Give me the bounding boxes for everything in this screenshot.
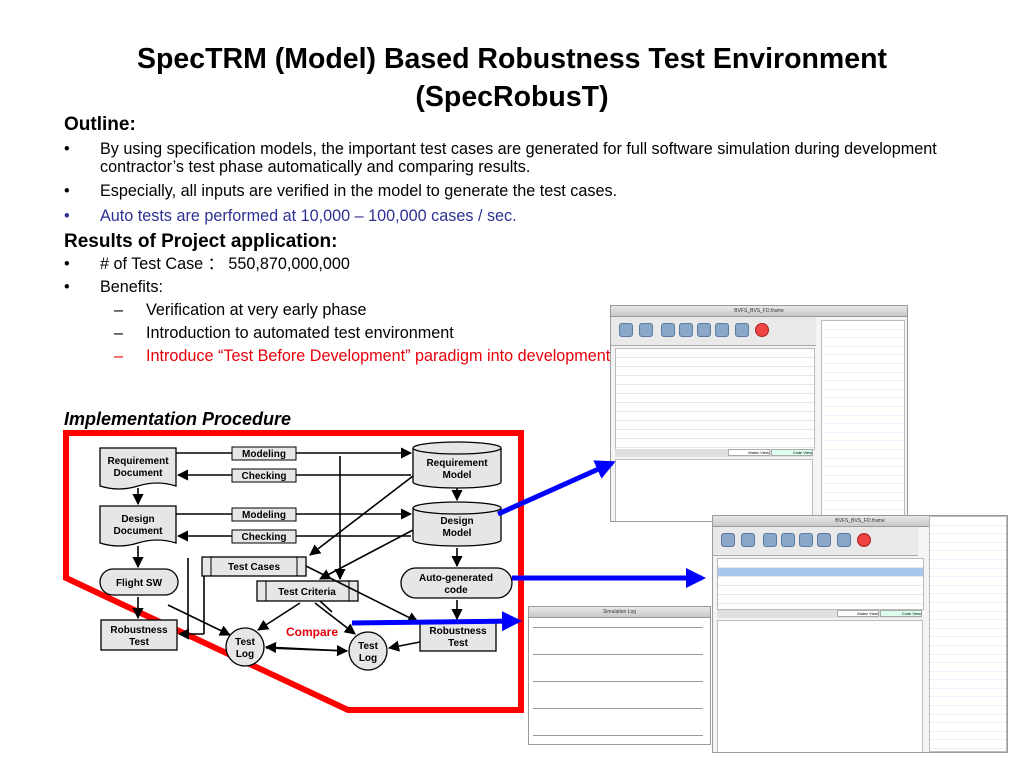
- title-line-1: SpecTRM (Model) Based Robustness Test En…: [136, 43, 888, 75]
- window-title-bar: BVFS_BVS_FD.frame: [611, 306, 907, 317]
- view-tabs: Matrix View Code View: [717, 610, 922, 618]
- node-label: Model: [443, 470, 472, 481]
- window-toolbar: [713, 527, 918, 556]
- benefit-text: Introduction to automated test environme…: [146, 324, 454, 342]
- navigator-panel: [821, 320, 905, 520]
- tab-matrix-view: Matrix View: [727, 449, 770, 456]
- node-label: Requirement: [107, 456, 169, 467]
- outline-bullet-text: By using specification models, the impor…: [100, 140, 937, 176]
- diagram-arrows: [132, 447, 463, 657]
- node-label: Test: [448, 638, 468, 649]
- test-log-right-node: Test Log: [348, 631, 388, 671]
- modeling-label-top: Modeling: [231, 446, 297, 461]
- requirement-document-node: Requirement Document: [99, 447, 177, 490]
- robustness-test-left-node: Robustness Test: [100, 619, 178, 651]
- bullet-dash: –: [114, 324, 124, 342]
- outline-bullet-1: • By using specification models, the imp…: [64, 140, 984, 176]
- node-label: Test: [235, 637, 255, 648]
- code-window-screenshot: BVFS_BVS_FD.frame Matrix View Code View: [712, 515, 1008, 753]
- node-label: Design: [121, 514, 154, 525]
- test-log-left-node: Test Log: [225, 627, 265, 667]
- design-model-node: Design Model: [412, 501, 502, 547]
- checking-label-bottom: Checking: [231, 529, 297, 544]
- slide-title: SpecTRM (Model) Based Robustness Test En…: [40, 40, 984, 116]
- view-tabs: Matrix View Code View: [615, 449, 813, 457]
- results-heading: Results of Project application:: [64, 231, 338, 252]
- slide-body: Outline: • By using specification models…: [64, 114, 984, 367]
- blue-arrows: [351, 460, 706, 632]
- test-criteria-node: Test Criteria: [256, 580, 359, 602]
- simulation-log-screenshot: Simulation Log: [528, 606, 711, 745]
- generated-code-area: [717, 620, 923, 752]
- bullet-dash: –: [114, 347, 124, 365]
- benefits-bullet: • Benefits:: [64, 278, 984, 296]
- node-label: Robustness: [110, 625, 168, 636]
- outline-bullet-3: • Auto tests are performed at 10,000 – 1…: [64, 207, 984, 225]
- bullet-dot: •: [64, 182, 70, 200]
- node-label: Auto-generated: [419, 573, 493, 584]
- node-label: Flight SW: [116, 578, 163, 589]
- bullet-dot: •: [64, 207, 70, 225]
- edge-label: Checking: [241, 471, 286, 482]
- bullet-dot: •: [64, 278, 70, 296]
- design-document-node: Design Document: [99, 505, 177, 547]
- test-case-bullet: • # of Test Case ： 550,870,000,000: [64, 255, 984, 273]
- edge-label: Checking: [241, 532, 286, 543]
- flight-sw-node: Flight SW: [99, 568, 179, 596]
- node-label: code: [444, 585, 468, 596]
- node-label: Test: [129, 637, 149, 648]
- compare-label: Compare: [286, 625, 338, 639]
- benefits-label: Benefits:: [100, 278, 163, 296]
- tab-matrix-view: Matrix View: [836, 610, 879, 617]
- tab-code-view: Code View: [880, 610, 922, 617]
- benefit-item-3: – Introduce “Test Before Development” pa…: [64, 345, 984, 367]
- window-title-bar: Simulation Log: [529, 607, 710, 618]
- edge-label: Modeling: [242, 510, 286, 521]
- title-line-2: (SpecRobusT): [415, 81, 609, 113]
- node-label: Model: [443, 528, 472, 539]
- model-code-area: [615, 459, 813, 521]
- node-label: Design: [440, 516, 473, 527]
- node-label: Log: [359, 653, 377, 664]
- test-case-count: # of Test Case ： 550,870,000,000: [100, 255, 350, 273]
- node-label: Test Criteria: [278, 587, 336, 598]
- node-label: Requirement: [426, 458, 488, 469]
- outline-bullet-2: • Especially, all inputs are verified in…: [64, 182, 984, 200]
- node-label: Test: [358, 641, 378, 652]
- robustness-test-right-node: Robustness Test: [419, 620, 497, 652]
- log-text-area: [533, 621, 703, 739]
- variable-table: [615, 348, 815, 450]
- modeling-label-bottom: Modeling: [231, 507, 297, 522]
- variable-table: [717, 558, 924, 610]
- benefit-item-1: – Verification at very early phase: [64, 299, 984, 321]
- node-label: Document: [114, 526, 164, 537]
- window-toolbar: [611, 317, 816, 346]
- benefit-text: Verification at very early phase: [146, 301, 367, 319]
- red-outline-frame: [63, 430, 524, 713]
- outline-heading: Outline:: [64, 114, 136, 135]
- outline-bullet-text: Especially, all inputs are verified in t…: [100, 182, 618, 200]
- auto-generated-code-node: Auto-generated code: [400, 567, 513, 599]
- benefit-item-2: – Introduction to automated test environ…: [64, 322, 984, 344]
- node-label: Log: [236, 649, 254, 660]
- tab-code-view: Code View: [771, 449, 813, 456]
- outline-bullet-text: Auto tests are performed at 10,000 – 100…: [100, 207, 517, 225]
- bullet-dot: •: [64, 255, 70, 273]
- node-label: Robustness: [429, 626, 487, 637]
- benefit-text: Introduce “Test Before Development” para…: [146, 347, 672, 365]
- test-cases-node: Test Cases: [201, 556, 307, 577]
- model-window-screenshot: BVFS_BVS_FD.frame Matrix View Code View: [610, 305, 908, 522]
- node-label: Document: [114, 468, 164, 479]
- navigator-panel: [929, 516, 1007, 752]
- implementation-heading: Implementation Procedure: [64, 409, 292, 429]
- bullet-dash: –: [114, 301, 124, 319]
- bullet-dot: •: [64, 140, 70, 158]
- checking-label-top: Checking: [231, 468, 297, 483]
- edge-label: Modeling: [242, 449, 286, 460]
- node-label: Test Cases: [228, 562, 281, 573]
- requirement-model-node: Requirement Model: [412, 441, 502, 489]
- window-title-bar: BVFS_BVS_FD.frame: [713, 516, 1007, 527]
